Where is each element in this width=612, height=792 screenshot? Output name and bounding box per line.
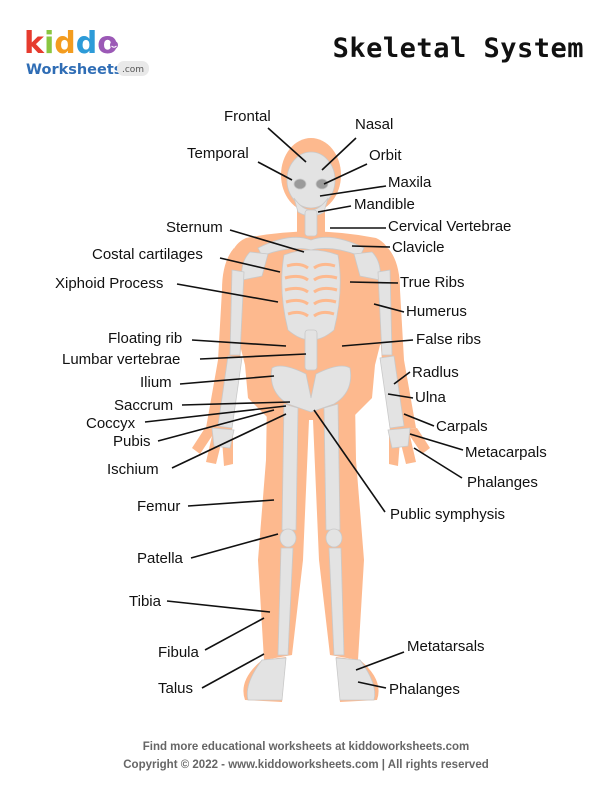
left-orbit [293,178,307,190]
labels: Frontal Nasal Temporal Orbit Maxila Mand… [55,108,547,698]
right-tibia [328,547,345,656]
label-lumbar-vertebrae: Lumbar vertebrae [62,351,180,368]
skull [286,151,336,209]
label-nasal: Nasal [355,116,393,133]
label-temporal: Temporal [187,145,249,162]
label-pubis: Pubis [113,433,151,450]
logo-wordmark: kiddo [24,26,118,61]
label-fibula: Fibula [158,644,200,661]
right-shoulder-blade [353,251,381,281]
label-metacarpals: Metacarpals [465,444,547,461]
label-xiphoid-process: Xiphoid Process [55,275,163,292]
left-tibia [277,547,294,656]
lumbar-spine [304,329,318,371]
label-true-ribs: True Ribs [400,274,464,291]
label-talus: Talus [158,680,193,697]
logo-badge [117,61,149,76]
left-femur [281,403,299,531]
label-tibia: Tibia [129,593,162,610]
right-foot [335,657,376,701]
label-patella: Patella [137,550,184,567]
pelvis [270,365,352,413]
left-hand [211,427,235,449]
skeleton [211,151,411,701]
footer-line-1: Find more educational worksheets at kidd… [142,741,470,753]
logo-badge-text: .com [122,65,144,75]
right-femur [323,403,341,531]
left-patella [279,528,297,548]
label-phalanges-foot: Phalanges [389,681,460,698]
label-coccyx: Coccyx [86,415,136,432]
label-carpals: Carpals [436,418,488,435]
label-ischium: Ischium [107,461,159,478]
label-clavicle: Clavicle [392,239,445,256]
label-saccrum: Saccrum [114,397,173,414]
cervical-spine [304,209,318,237]
label-false-ribs: False ribs [416,331,481,348]
right-forearm [379,355,405,429]
label-cervical-vertebrae: Cervical Vertebrae [388,218,511,235]
label-metatarsals: Metatarsals [407,638,485,655]
label-sternum: Sternum [166,219,223,236]
label-public-symphysis: Public symphysis [390,506,505,523]
left-foot [246,657,287,701]
label-orbit: Orbit [369,147,402,164]
label-radius: Radlus [412,364,459,381]
label-phalanges-hand: Phalanges [467,474,538,491]
label-costal-cartilages: Costal cartilages [92,246,203,263]
label-femur: Femur [137,498,180,515]
label-frontal: Frontal [224,108,271,125]
right-patella [325,528,343,548]
label-ilium: Ilium [140,374,172,391]
kiddo-worksheets-logo: kiddo Worksheets .com [24,26,149,78]
logo-worksheets-text: Worksheets [26,62,122,78]
page-title: Skeletal System [332,33,584,64]
label-maxila: Maxila [388,174,432,191]
label-ulna: Ulna [415,389,447,406]
label-humerus: Humerus [406,303,467,320]
leader-lines [144,127,464,689]
label-mandible: Mandible [354,196,415,213]
rib-cage [281,249,341,341]
logo-smiley-icon [110,41,118,49]
label-floating-rib: Floating rib [108,330,182,347]
footer-line-2: Copyright © 2022 - www.kiddoworksheets.c… [123,759,489,771]
rib-gaps [284,262,338,318]
right-humerus [377,269,393,356]
right-hand [387,427,411,449]
right-orbit [315,178,329,190]
left-humerus [229,269,245,356]
